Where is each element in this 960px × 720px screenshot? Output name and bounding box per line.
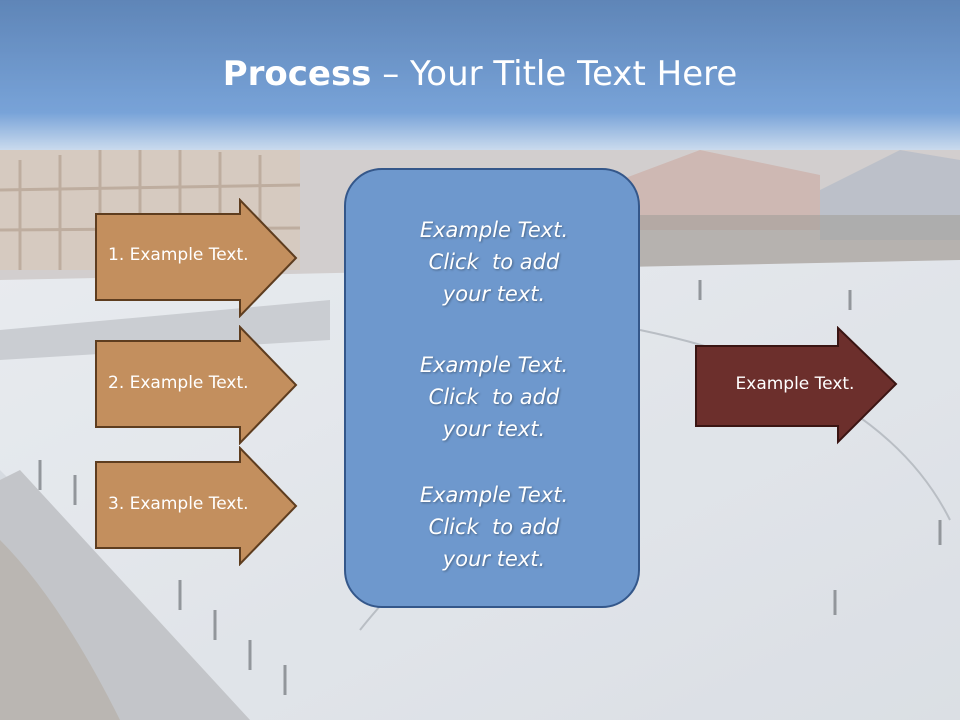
step-arrow-1[interactable] [94, 198, 300, 318]
center-paragraph-3-line-1: Example Text. [419, 483, 569, 507]
step-arrow-2[interactable] [94, 325, 300, 445]
center-paragraph-1: Example Text. Click to add your text. [346, 214, 642, 310]
center-paragraph-2: Example Text. Click to add your text. [346, 349, 642, 445]
center-paragraph-3-line-3: your text. [442, 547, 546, 571]
step-arrow-3[interactable] [94, 446, 300, 566]
title-bold: Process [222, 54, 372, 94]
result-arrow[interactable] [694, 326, 900, 446]
title-rest: – Your Title Text Here [371, 54, 738, 94]
center-paragraph-3-line-2: Click to add [428, 515, 560, 539]
center-text-box[interactable]: Example Text. Click to add your text. Ex… [344, 168, 640, 608]
rebar-stakes [38, 280, 942, 695]
center-paragraph-2-line-3: your text. [442, 417, 546, 441]
step-arrow-2-label: 2. Example Text. [108, 373, 249, 393]
step-arrow-3-label: 3. Example Text. [108, 494, 249, 514]
slide-title: Process – Your Title Text Here [0, 52, 960, 96]
center-paragraph-3: Example Text. Click to add your text. [346, 479, 642, 575]
step-arrow-1-label: 1. Example Text. [108, 245, 249, 265]
center-paragraph-1-line-2: Click to add [428, 250, 560, 274]
result-arrow-label: Example Text. [735, 374, 855, 394]
center-paragraph-2-line-2: Click to add [428, 385, 560, 409]
center-paragraph-1-line-3: your text. [442, 282, 546, 306]
center-paragraph-2-line-1: Example Text. [419, 353, 569, 377]
center-paragraph-1-line-1: Example Text. [419, 218, 569, 242]
